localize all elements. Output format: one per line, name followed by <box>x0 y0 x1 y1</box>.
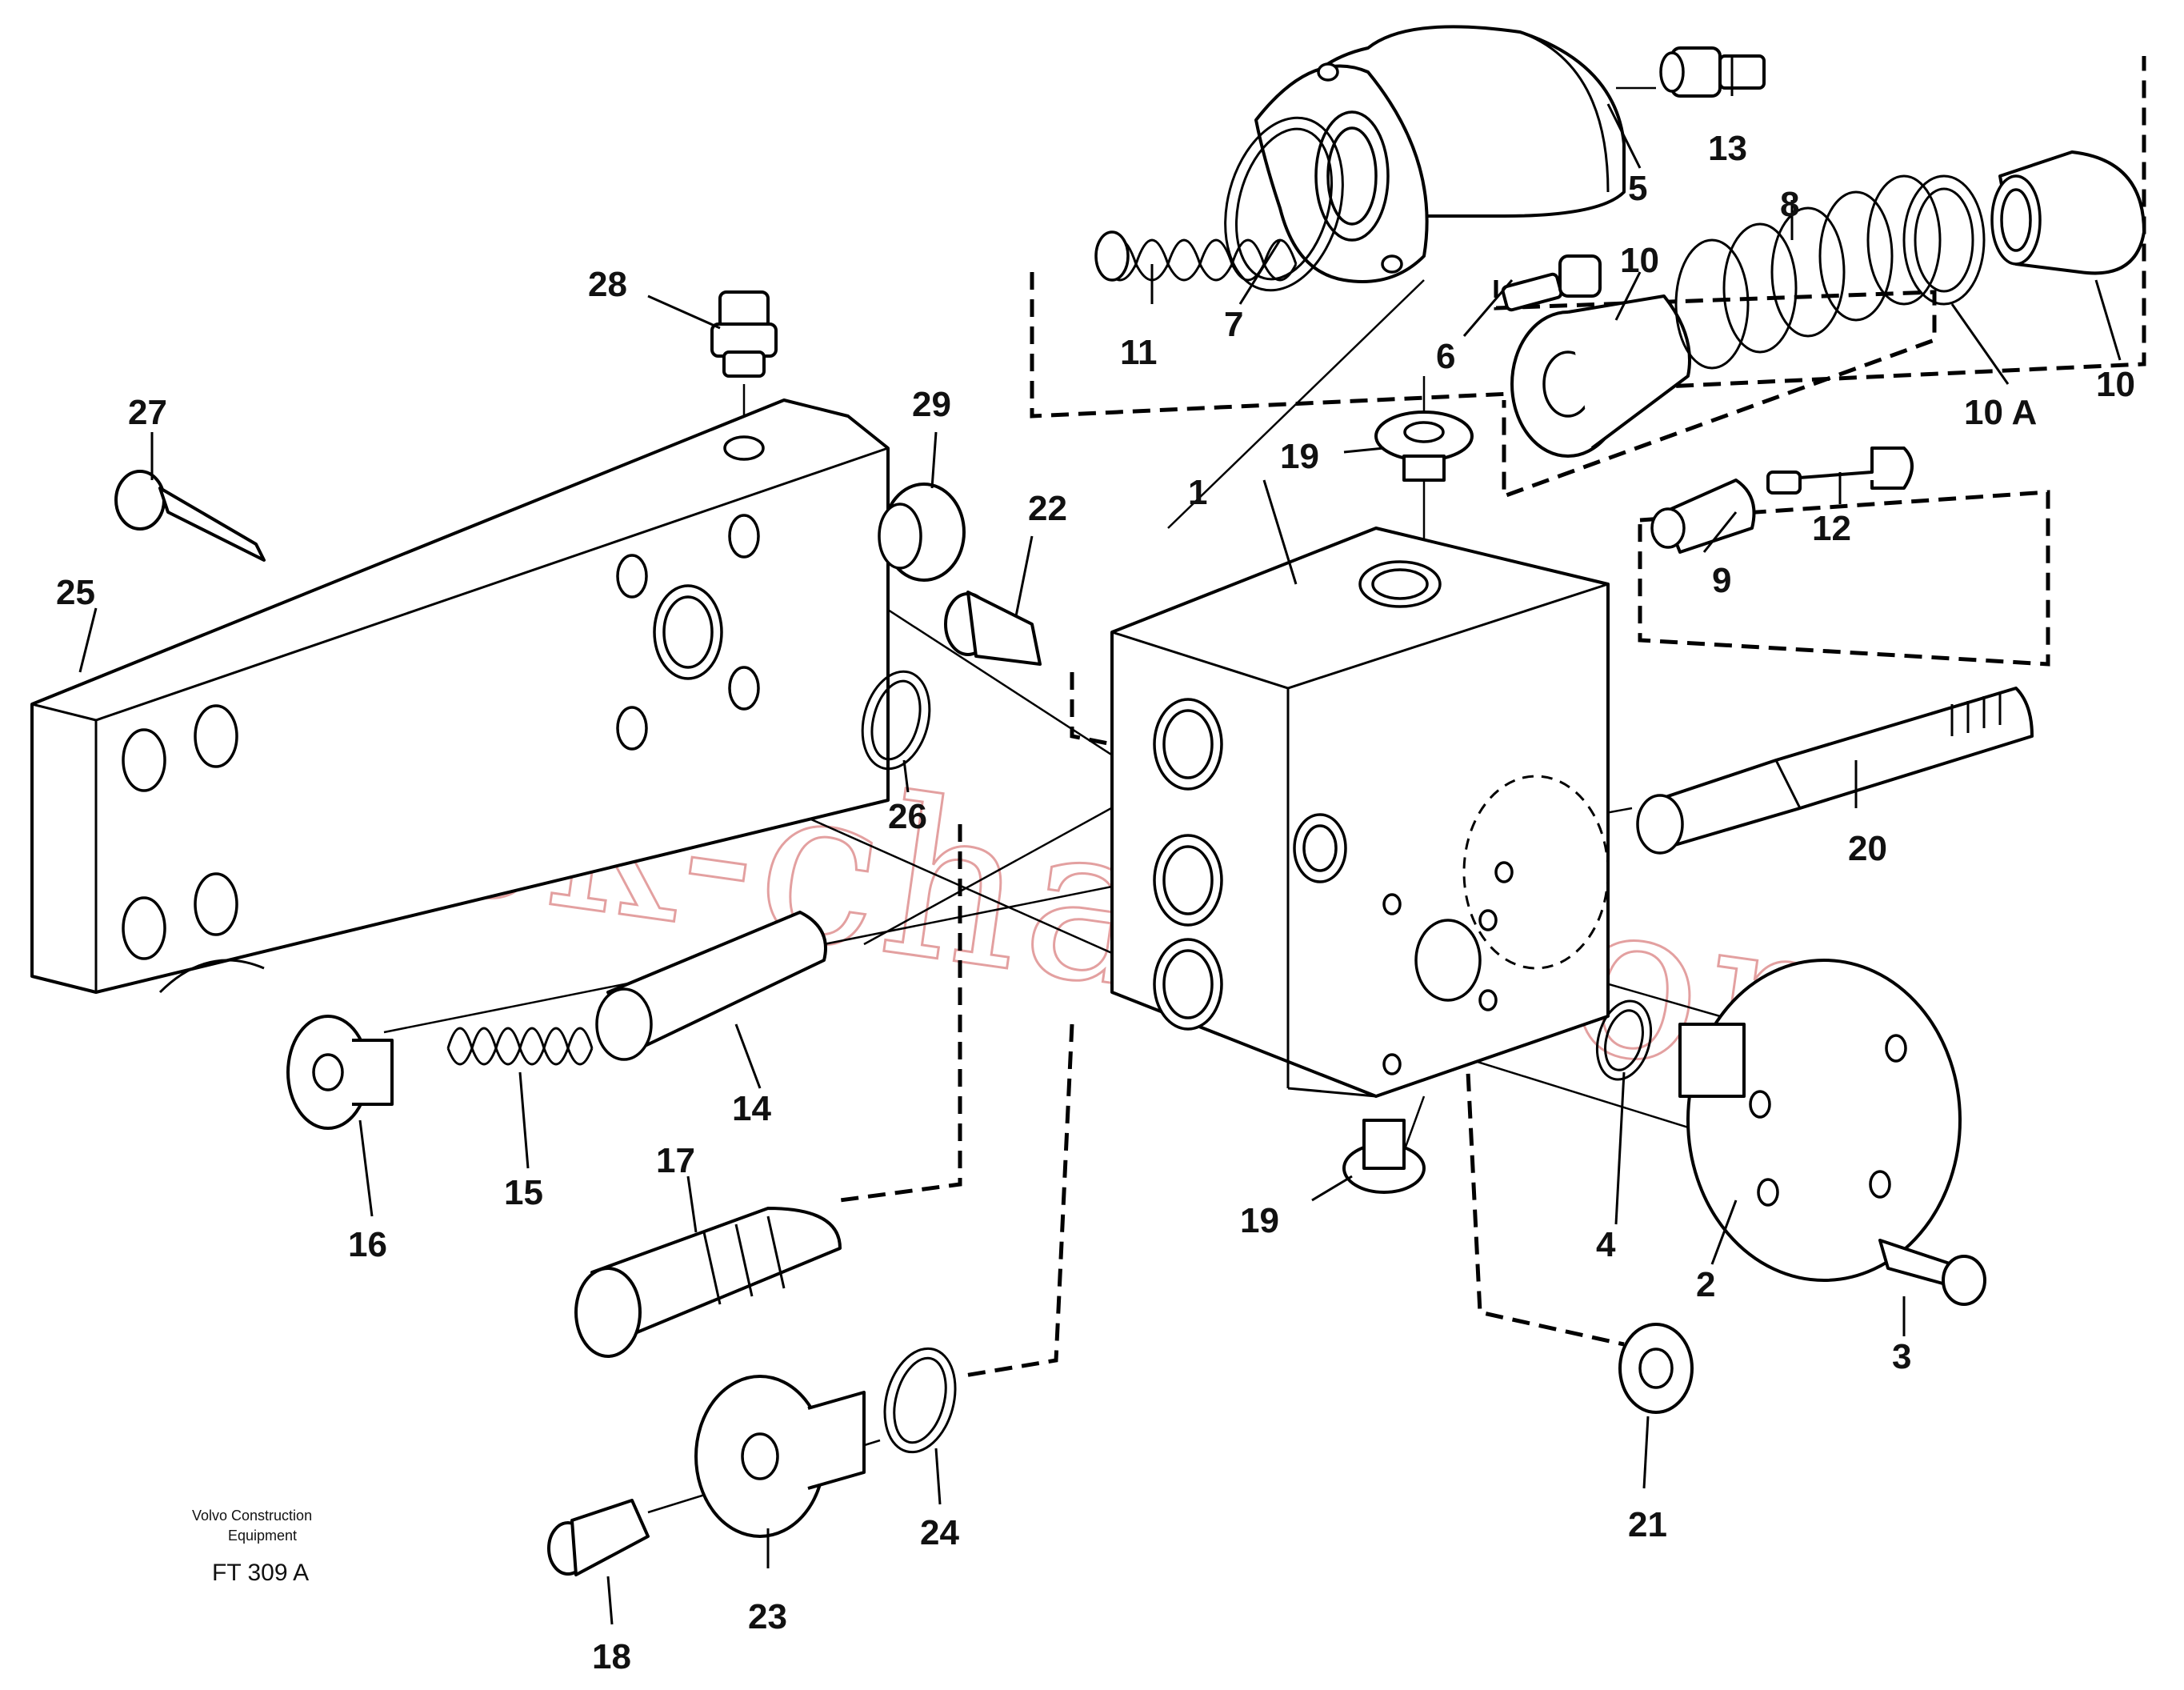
callout-14: 14 <box>732 1089 771 1128</box>
callout-9: 9 <box>1712 561 1731 600</box>
bolt-12 <box>1766 447 1914 495</box>
plug-16 <box>286 1015 394 1130</box>
callout-17: 17 <box>656 1141 695 1180</box>
plug-21 <box>1618 1323 1694 1414</box>
sleeve-9 <box>1650 479 1756 554</box>
fitting-13 <box>1659 46 1766 98</box>
spring-group-dashed-frame <box>1494 280 1937 499</box>
callout-13: 13 <box>1708 129 1747 168</box>
callout-7: 7 <box>1224 305 1243 344</box>
callout-24: 24 <box>920 1513 959 1552</box>
callout-28: 28 <box>588 265 627 304</box>
callout-15: 15 <box>504 1173 543 1212</box>
caption-line-2: Equipment <box>228 1528 297 1544</box>
spring-8 <box>1674 174 1942 370</box>
plug-19-top <box>1374 410 1474 482</box>
callout-3: 3 <box>1892 1337 1911 1376</box>
plug-21-dashed-path <box>1462 991 1625 1347</box>
callout-10A: 10 A <box>1964 393 2037 432</box>
callout-11: 11 <box>1120 333 1158 372</box>
spool-20 <box>1636 687 2034 855</box>
spring-15 <box>446 1027 594 1066</box>
callout-20: 20 <box>1848 829 1887 868</box>
sleeve-group-dashed-frame <box>1638 490 2050 667</box>
cover-plate-25 <box>30 398 890 994</box>
callout-29: 29 <box>912 385 951 424</box>
spring-seat-10 <box>1510 294 1691 458</box>
callout-19-top: 19 <box>1280 437 1319 476</box>
callout-4: 4 <box>1596 1225 1616 1264</box>
callout-2: 2 <box>1696 1265 1715 1304</box>
callout-1: 1 <box>1188 473 1207 512</box>
washer-10A <box>1902 174 1986 306</box>
callout-8: 8 <box>1780 185 1799 224</box>
screw-3 <box>1878 1239 1986 1306</box>
axis-line <box>1167 279 1425 529</box>
figure-caption: Volvo Construction Equipment FT 309 A <box>192 1508 312 1586</box>
leader-lines <box>78 56 2122 1625</box>
adapter-23 <box>694 1375 866 1538</box>
callout-16: 16 <box>348 1225 387 1264</box>
callout-27: 27 <box>128 393 167 432</box>
callout-6: 6 <box>1436 337 1455 376</box>
upper-assembly-dashed-frame <box>1030 56 2146 418</box>
caption-line-1: Volvo Construction <box>192 1508 312 1524</box>
fitting-28 <box>710 290 778 378</box>
callout-10-seat: 10 <box>1620 241 1659 280</box>
callout-21: 21 <box>1628 1505 1667 1544</box>
callout-22: 22 <box>1028 489 1067 528</box>
caption-code: FT 309 A <box>212 1560 309 1586</box>
valve-23-dashed-path <box>959 1023 1074 1379</box>
callout-18: 18 <box>592 1637 631 1676</box>
plug-19-bottom <box>1342 1119 1426 1194</box>
callout-25: 25 <box>56 573 95 612</box>
callout-26: 26 <box>888 797 927 836</box>
callout-10-sleeve: 10 <box>2096 365 2135 404</box>
screw-6 <box>1501 254 1602 312</box>
plug-29 <box>878 483 966 582</box>
pressure-valve-17 <box>574 1207 842 1358</box>
valve-block-1 <box>1110 527 1610 1098</box>
seal-ring-7 <box>1224 116 1344 292</box>
o-ring-4 <box>1595 999 1653 1081</box>
piston-14 <box>595 911 827 1061</box>
spring-11 <box>1094 230 1298 282</box>
seal-26 <box>861 670 931 771</box>
callout-5: 5 <box>1628 169 1647 208</box>
fitting-18 <box>547 1499 650 1576</box>
callout-labels: 1 2 3 4 5 6 7 8 9 10 10 10 A 11 12 13 14… <box>56 129 2135 1676</box>
bolt-27 <box>114 470 266 562</box>
callout-19-bottom: 19 <box>1240 1201 1279 1240</box>
sleeve-10 <box>1990 150 2146 275</box>
end-cover-2 <box>1678 959 1962 1282</box>
callout-12: 12 <box>1812 509 1851 548</box>
fitting-22-dashed-path <box>1070 672 1113 747</box>
solenoid-housing-5 <box>1254 25 1626 283</box>
fitting-22 <box>944 591 1042 666</box>
seal-24 <box>883 1347 957 1454</box>
valve-17-dashed-path <box>839 824 962 1203</box>
callout-23: 23 <box>748 1597 787 1636</box>
